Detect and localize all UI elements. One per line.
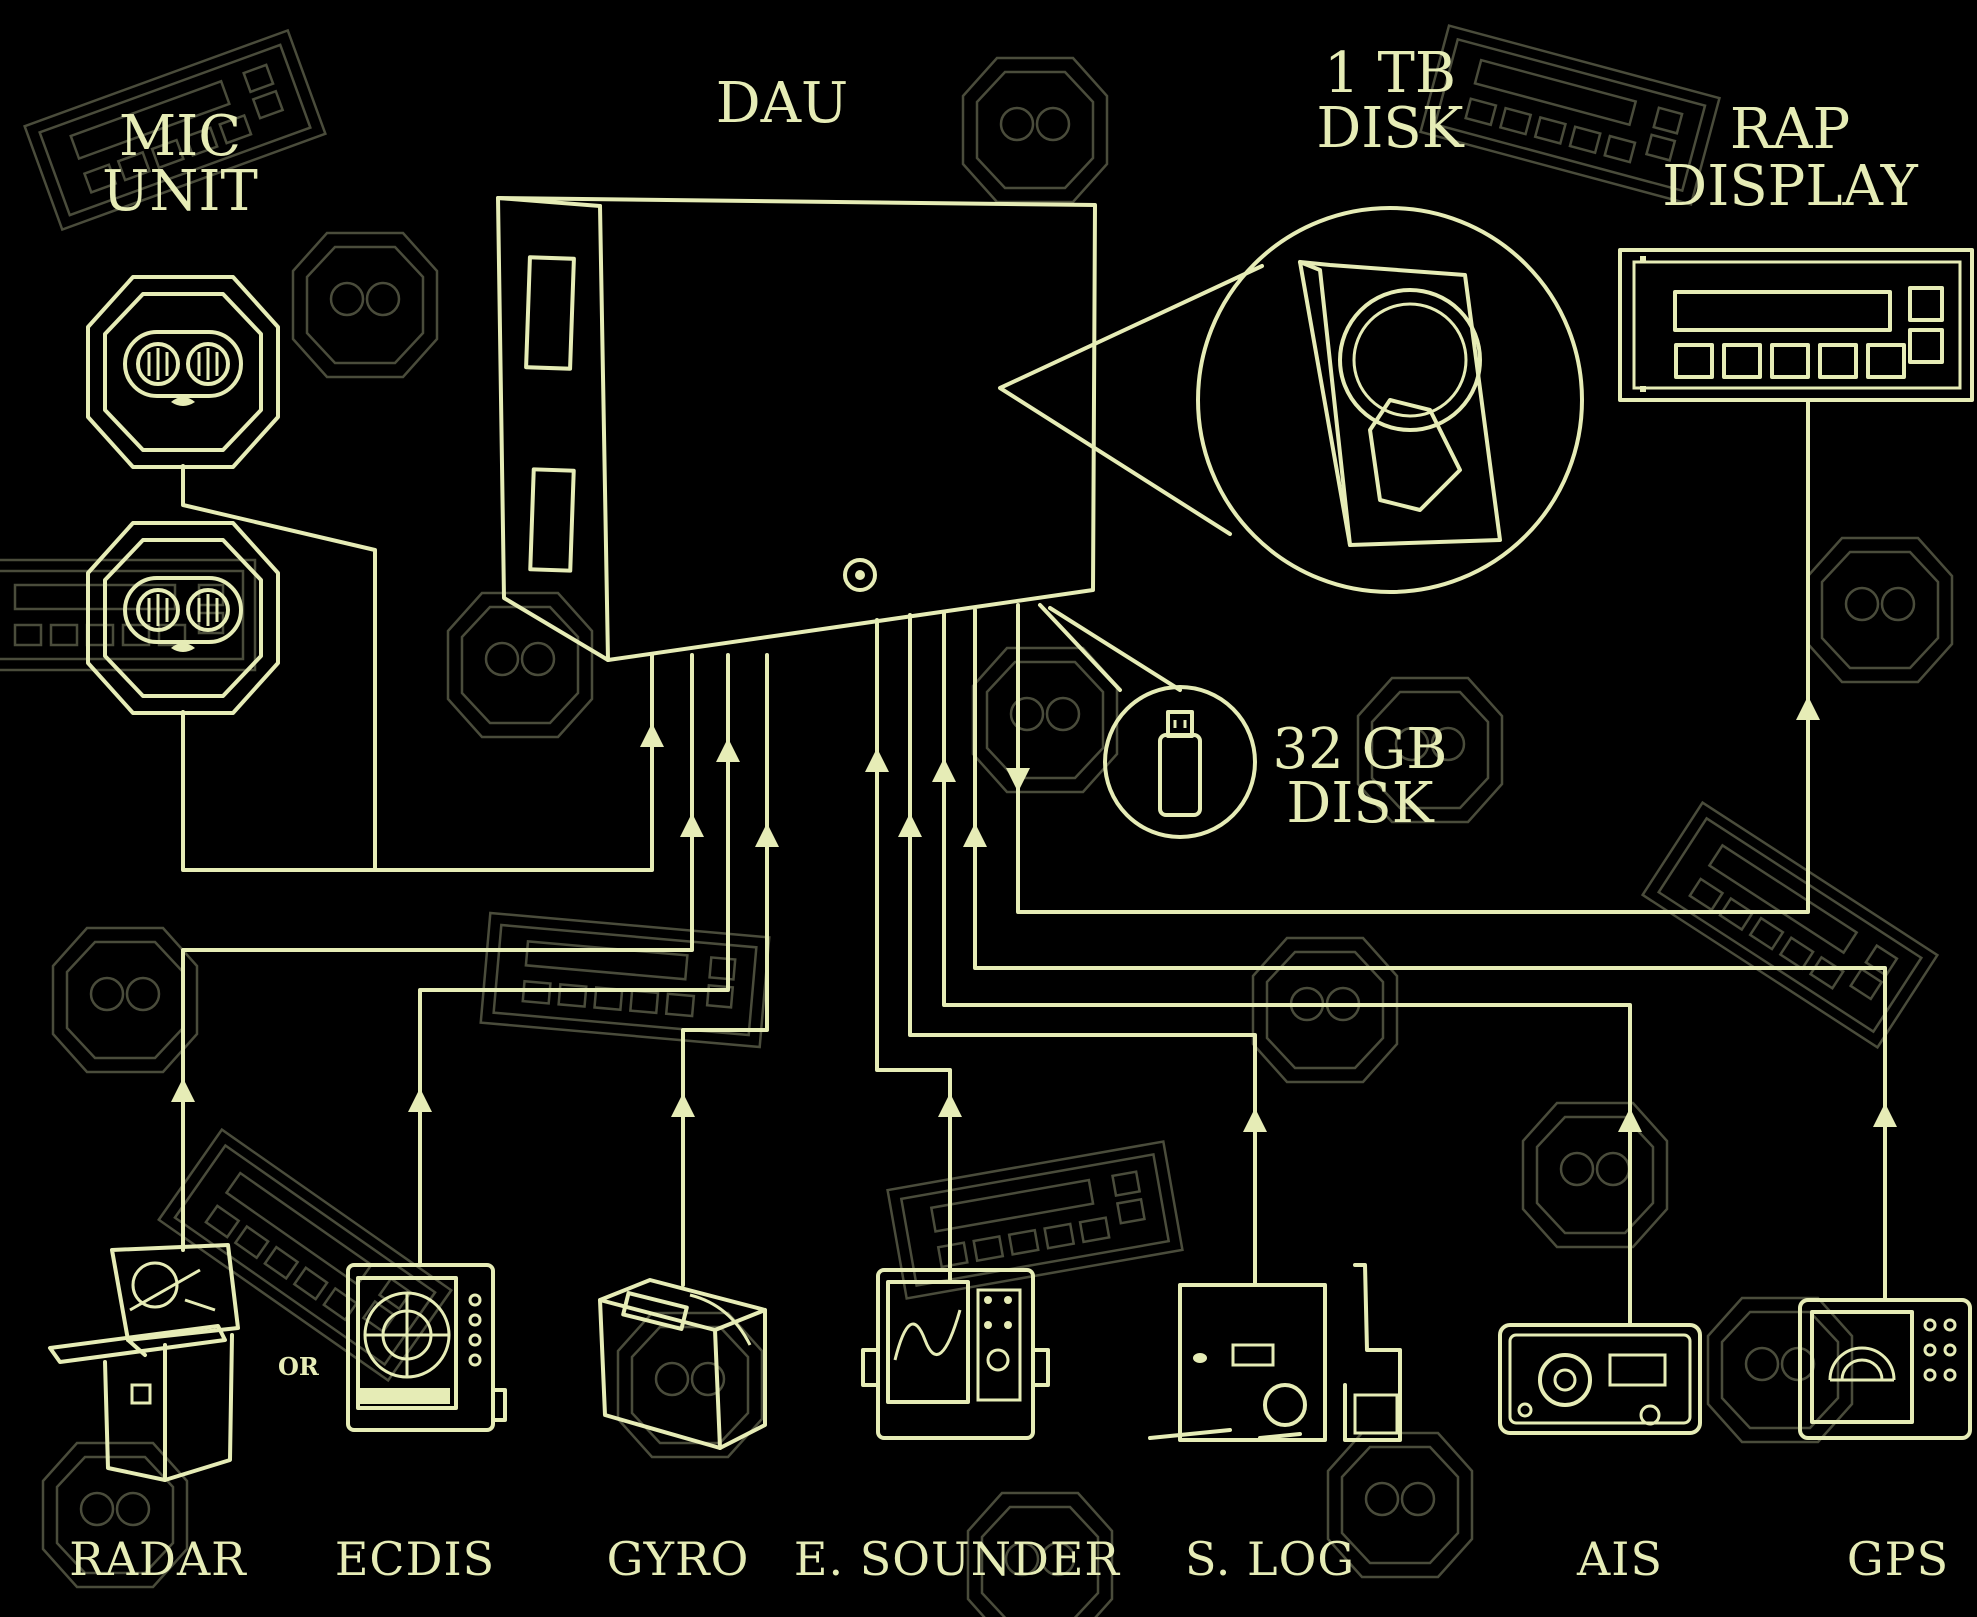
- dau-cabinet-icon: [496, 196, 1097, 662]
- echo-sounder-icon: [861, 1268, 1050, 1440]
- tb-disk-label-line2: DISK: [1316, 96, 1464, 161]
- usb-stick-icon: [1103, 685, 1257, 839]
- device-label-gyro: GYRO: [607, 1532, 750, 1586]
- dau-label: DAU: [716, 71, 849, 136]
- display-panel-icon: [1618, 248, 1974, 402]
- gyro-icon: [598, 1278, 767, 1450]
- or-label: OR: [278, 1352, 320, 1381]
- device-label-ais: AIS: [1576, 1532, 1663, 1586]
- ais-icon: [1498, 1323, 1702, 1435]
- radar-console-icon: [48, 1243, 240, 1482]
- mic-unit-lower: [86, 521, 280, 715]
- rap-display-label-line2: DISPLAY: [1662, 154, 1918, 219]
- microphone-icon: [86, 521, 280, 715]
- gps-icon: [1798, 1298, 1972, 1440]
- gb-disk-label-line2: DISK: [1286, 771, 1434, 836]
- mic-unit-label-line2: UNIT: [102, 159, 258, 224]
- tb-disk-label-line1: 1 TB: [1324, 41, 1456, 106]
- connection-lines: [171, 398, 1897, 1327]
- ecdis-icon: [346, 1263, 507, 1432]
- gb-disk-label-line1: 32 GB: [1273, 717, 1448, 782]
- mic-unit-label-line1: MIC: [119, 104, 241, 169]
- speed-log-icon: [1148, 1263, 1402, 1442]
- microphone-icon: [86, 275, 280, 469]
- device-label-ecdis: ECDIS: [335, 1532, 495, 1586]
- device-label-radar: RADAR: [69, 1532, 247, 1586]
- mic-unit-upper: [86, 275, 280, 469]
- rap-display-label-line1: RAP: [1730, 97, 1850, 162]
- device-label-gps: GPS: [1847, 1532, 1949, 1586]
- device-label-speed-log: S. LOG: [1185, 1532, 1355, 1586]
- device-label-echo-sounder: E. SOUNDER: [794, 1532, 1121, 1586]
- hard-disk-icon: [998, 206, 1584, 594]
